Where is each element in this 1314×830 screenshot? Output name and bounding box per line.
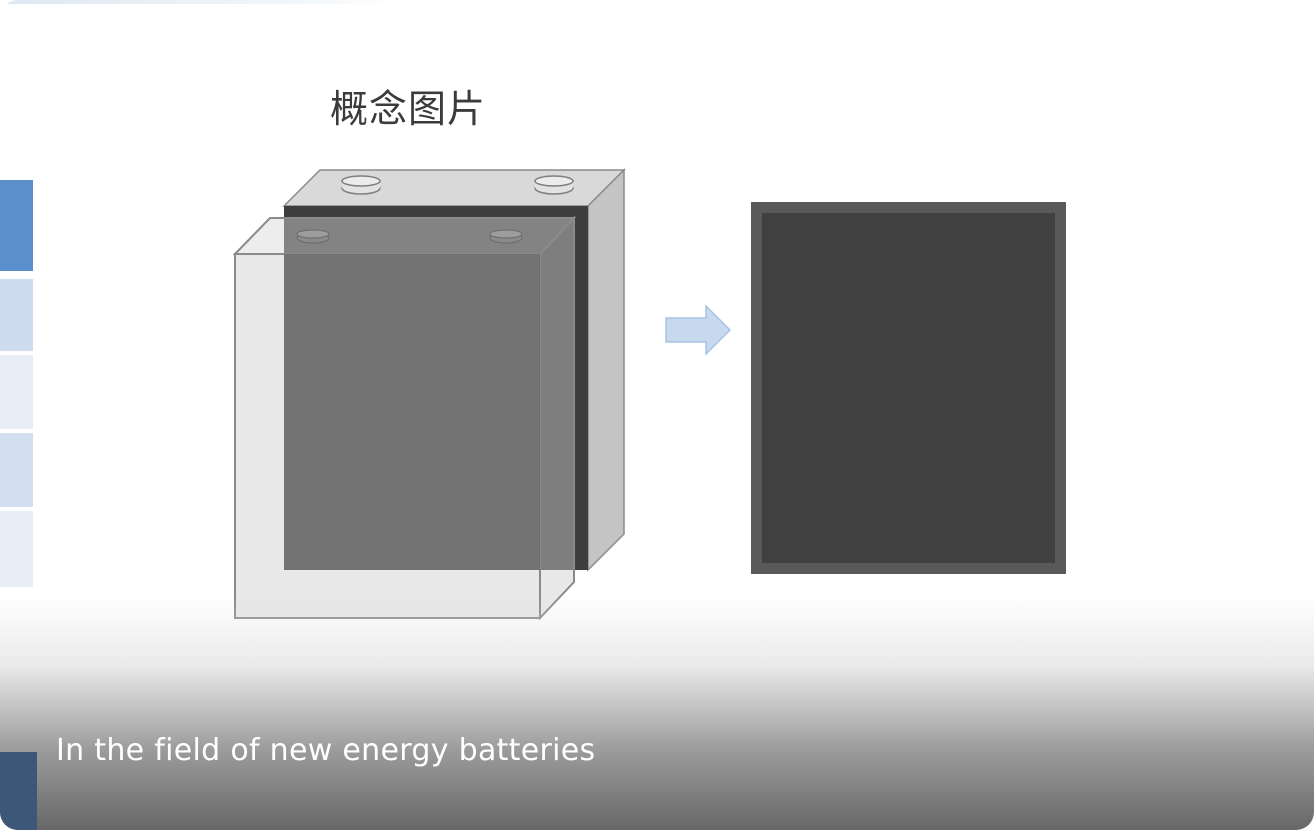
back-cell-side [587,168,625,572]
top-progress-strip [0,0,400,4]
back-terminal-right [534,175,574,195]
caption-gradient-overlay [0,595,1314,830]
swatch-4 [0,433,33,507]
swatch-5 [0,511,33,587]
slide-title: 概念图片 [330,87,487,131]
swatch-1 [0,180,33,271]
result-square-fill [762,213,1055,563]
front-case-top [232,217,577,255]
arrow-right-icon [665,304,732,356]
video-caption: In the field of new energy batteries [56,733,596,768]
front-terminal-right [489,229,523,244]
front-case-cell-overlap [284,254,540,570]
swatch-3 [0,355,33,429]
front-case-side [539,215,575,621]
back-terminal-left [341,175,381,195]
bottom-left-block [0,752,37,830]
swatch-2 [0,279,33,351]
front-terminal-left [296,229,330,244]
